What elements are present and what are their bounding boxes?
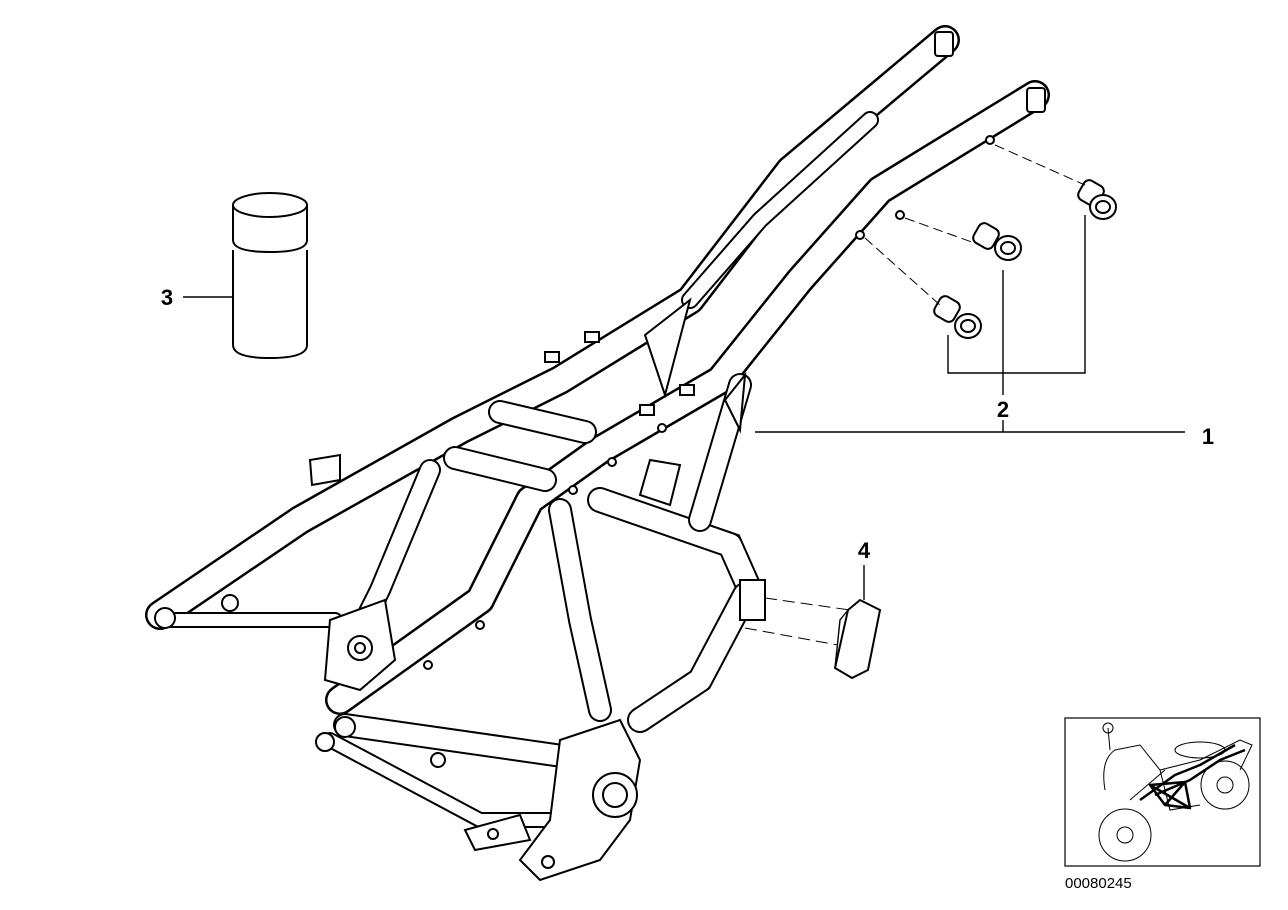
rivet-nut-middle: [972, 222, 1022, 261]
frame-left-mount: [154, 594, 446, 768]
callout-3: 3: [161, 285, 173, 310]
frame-cross-tubes: [162, 400, 597, 628]
leader-lines: [183, 215, 1185, 600]
rivet-nut-bottom: [933, 295, 982, 339]
spray-can-part: [232, 192, 308, 360]
frame-assembly: [145, 25, 1050, 882]
frame-rivet-holes: [423, 135, 995, 670]
frame-highlight-icon: [1139, 743, 1246, 810]
rivet-nut-parts: [864, 144, 1117, 339]
callout-2: 2: [997, 397, 1009, 422]
frame-cradle: [322, 373, 763, 828]
rubber-plug-part: [744, 597, 882, 680]
callout-1: 1: [1202, 424, 1214, 449]
locator-thumbnail: [1064, 717, 1261, 867]
frame-left-rail: [145, 25, 960, 630]
frame-rear-caps: [934, 31, 1046, 113]
frame-lower-casting: [463, 718, 642, 882]
frame-inner-tube: [681, 111, 879, 309]
callout-4: 4: [858, 538, 871, 563]
document-number: 00080245: [1065, 875, 1132, 892]
frame-brackets: [308, 297, 766, 621]
rivet-nut-top: [1077, 179, 1117, 220]
frame-right-rail: [325, 80, 1050, 715]
